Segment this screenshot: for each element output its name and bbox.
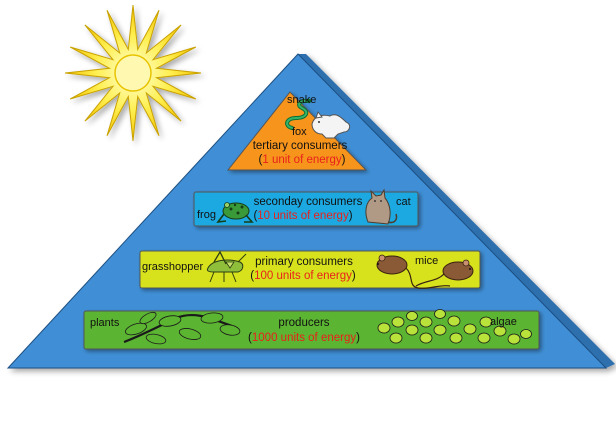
fox-label: fox (292, 126, 307, 138)
secondary-energy-open-paren: ( (253, 210, 257, 222)
primary-energy-value: 100 units of energy (254, 270, 352, 282)
algae-icon (377, 309, 532, 345)
tertiary-energy-close-paren: ) (342, 154, 346, 166)
snake-label: snake (287, 94, 316, 106)
plants-icon (123, 311, 241, 345)
producers-title: producers (278, 317, 329, 329)
secondary-energy: (10 units of energy) (253, 210, 352, 222)
producers-energy: (1000 units of energy) (248, 332, 360, 344)
primary-energy: (100 units of energy) (250, 270, 356, 282)
grasshopper-label: grasshopper (142, 261, 203, 273)
primary-energy-open-paren: ( (250, 270, 254, 282)
sun-icon (64, 4, 202, 142)
frog-icon (216, 202, 254, 224)
primary-energy-close-paren: ) (352, 270, 356, 282)
tier-producers: plants algae producers (1000 units of en… (83, 309, 540, 350)
tier-primary: grasshopper mice primary consumers (100 … (139, 250, 481, 290)
mouse-icon (415, 259, 474, 287)
snake-icon (285, 98, 312, 130)
tier-secondary: frog cat seconday consumers (10 units of… (193, 188, 419, 227)
secondary-energy-close-paren: ) (349, 210, 353, 222)
mouse-icon (376, 254, 451, 290)
cat-label: cat (396, 196, 411, 208)
secondary-energy-value: 10 units of energy (257, 210, 349, 222)
tertiary-energy-value: 1 unit of energy (262, 154, 342, 166)
tertiary-energy-open-paren: ( (259, 154, 263, 166)
primary-title: primary consumers (255, 256, 353, 268)
cat-icon (365, 188, 398, 225)
grasshopper-icon (206, 250, 247, 283)
producers-energy-open-paren: ( (248, 332, 252, 344)
tier-tertiary: snake fox tertiary consumers (1 unit of … (226, 91, 368, 171)
algae-label: algae (490, 316, 517, 328)
secondary-title: seconday consumers (254, 196, 363, 208)
tertiary-title: tertiary consumers (253, 140, 348, 152)
fox-icon (311, 110, 351, 139)
secondary-box (193, 191, 419, 227)
plants-label: plants (90, 317, 120, 329)
frog-label: frog (197, 209, 216, 221)
pyramid-side-face (298, 54, 615, 368)
mice-label: mice (415, 255, 438, 267)
tertiary-energy: (1 unit of energy) (259, 154, 346, 166)
producers-energy-value: 1000 units of energy (252, 332, 356, 344)
producers-energy-close-paren: ) (356, 332, 360, 344)
sun-core (114, 54, 152, 92)
